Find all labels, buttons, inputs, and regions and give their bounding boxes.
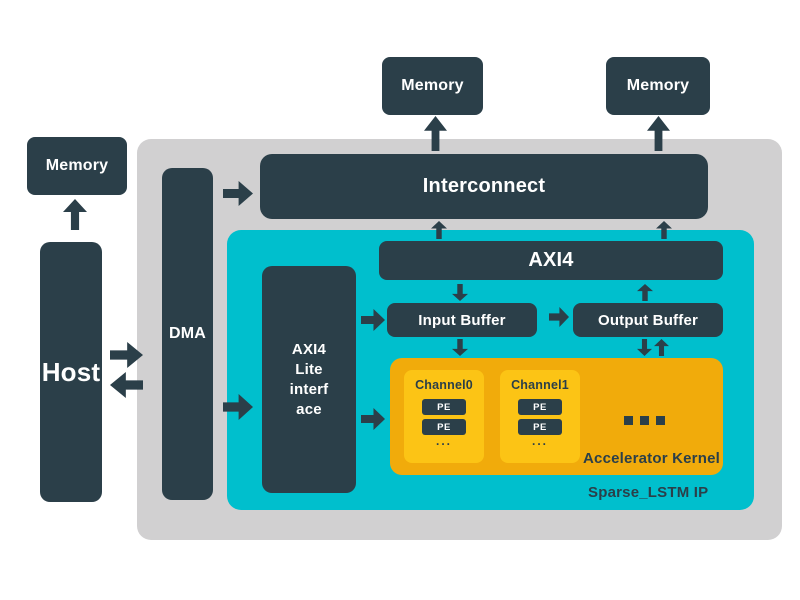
channel1-label: Channel1 [511, 378, 569, 392]
accelerator-kernel-label: Accelerator Kernel [583, 450, 720, 467]
sparse-lstm-ip-label: Sparse_LSTM IP [588, 484, 709, 501]
channel0-pe-1: PE [422, 399, 466, 415]
pe-label: PE [533, 421, 547, 433]
ellipsis-dot [656, 416, 665, 425]
memory-top-2-block: Memory [606, 57, 710, 115]
host-label: Host [41, 356, 101, 387]
ellipsis-dot [640, 416, 649, 425]
memory-left-block: Memory [27, 137, 127, 195]
channel1-more-dots: ... [531, 434, 548, 448]
interconnect-label: Interconnect [422, 175, 546, 197]
pe-label: PE [533, 401, 547, 413]
memory-top-1-block: Memory [382, 57, 483, 115]
channel0-label: Channel0 [415, 378, 473, 392]
output-buffer-label: Output Buffer [597, 311, 699, 329]
host-block: Host [40, 242, 102, 502]
axi4-lite-interface-label: AXI4 Lite interf ace [290, 340, 329, 420]
channel1-pe-2: PE [518, 419, 562, 435]
dma-label: DMA [168, 325, 207, 342]
channel0-pe-2: PE [422, 419, 466, 435]
axi4-lite-line-3: interf [289, 380, 329, 398]
channel0-more-dots: ... [435, 434, 452, 448]
ellipsis-dot [624, 416, 633, 425]
interconnect-block: Interconnect [260, 154, 708, 219]
memory-top-1-label: Memory [401, 77, 464, 94]
channel1-block: Channel1 PE PE ... [500, 370, 580, 463]
axi4-lite-line-4: ace [296, 400, 322, 418]
pe-label: PE [437, 401, 451, 413]
axi4-label: AXI4 [528, 249, 574, 271]
pe-label: PE [437, 421, 451, 433]
axi4-lite-line-1: AXI4 [291, 340, 327, 358]
channel0-block: Channel0 PE PE ... [404, 370, 484, 463]
input-buffer-label: Input Buffer [418, 311, 506, 329]
channel1-pe-1: PE [518, 399, 562, 415]
axi4-lite-interface-block: AXI4 Lite interf ace [262, 266, 356, 493]
input-buffer-block: Input Buffer [387, 303, 537, 337]
channels-ellipsis-icon [624, 416, 665, 425]
axi4-lite-line-2: Lite [295, 360, 323, 378]
dma-block: DMA [162, 168, 213, 500]
arrow-host-to-memory-left [63, 199, 87, 230]
axi4-block: AXI4 [379, 241, 723, 280]
memory-top-2-label: Memory [626, 77, 690, 94]
memory-left-label: Memory [45, 157, 109, 174]
output-buffer-block: Output Buffer [573, 303, 723, 337]
